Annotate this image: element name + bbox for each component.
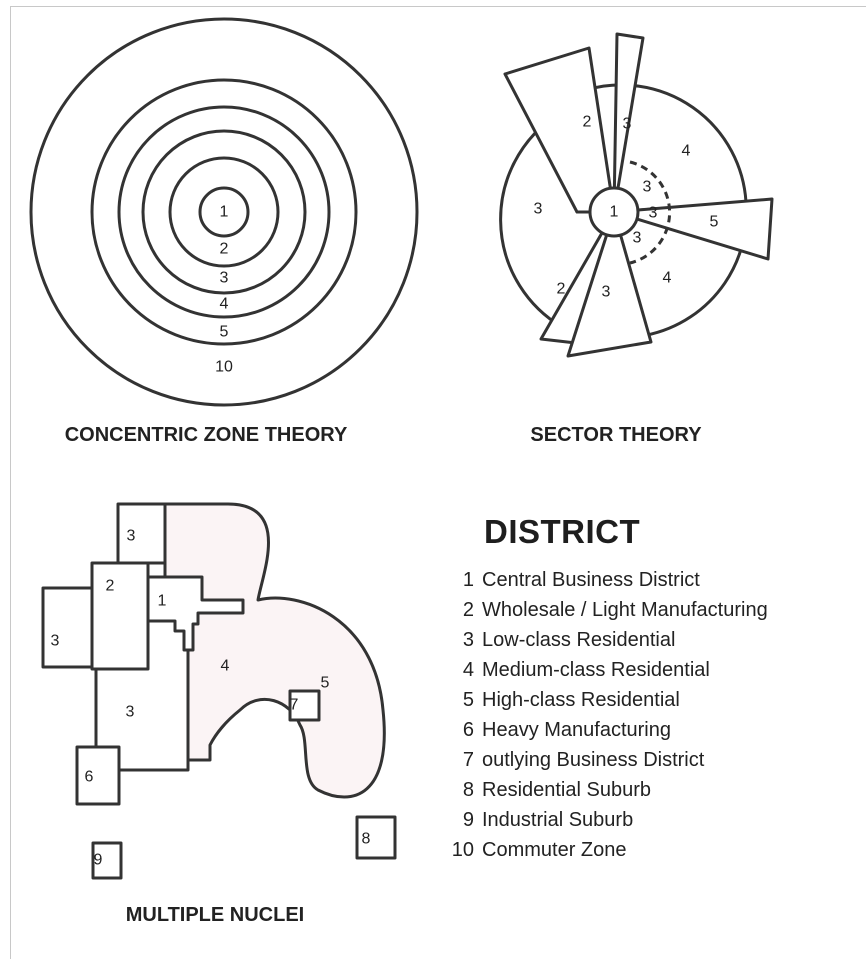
concentric-caption: CONCENTRIC ZONE THEORY <box>65 424 348 446</box>
legend-item-label: outlying Business District <box>482 749 705 771</box>
nuclei-label-res-suburb: 8 <box>362 831 371 848</box>
sector-bottom-wedge <box>566 210 653 358</box>
sector-label-lower-right: 4 <box>663 270 672 287</box>
legend-item: 8 Residential Suburb <box>444 778 854 808</box>
sector-label-bottom-wedge: 3 <box>602 284 611 301</box>
zone-label-4: 4 <box>220 296 229 313</box>
sector-label-right-wedge: 5 <box>710 214 719 231</box>
sector-label-left: 3 <box>534 201 543 218</box>
legend-item-number: 3 <box>462 629 474 651</box>
zone-label-5: 5 <box>220 324 229 341</box>
nuclei-industrial-suburb <box>91 841 123 880</box>
legend-item: 7 outlying Business District <box>444 748 854 778</box>
nuclei-label-wholesale: 2 <box>106 578 115 595</box>
legend-item-number: 8 <box>462 779 474 801</box>
legend-item-label: Central Business District <box>482 569 700 591</box>
zone-ring-10 <box>29 17 419 407</box>
sector-center-circle <box>588 186 640 238</box>
legend-item-label: High-class Residential <box>482 689 680 711</box>
nuclei-label-left-box: 3 <box>51 633 60 650</box>
nuclei-label-ind-suburb: 9 <box>94 852 103 869</box>
nuclei-label-heavy: 6 <box>85 769 94 786</box>
nuclei-low-residential-top <box>116 502 167 565</box>
zone-ring-4 <box>117 105 331 319</box>
legend-item: 1 Central Business District <box>444 568 854 598</box>
nuclei-label-top: 3 <box>127 528 136 545</box>
legend-title: DISTRICT <box>484 513 641 550</box>
legend-item-label: Residential Suburb <box>482 779 651 801</box>
legend-item: 4 Medium-class Residential <box>444 658 854 688</box>
legend-item-number: 2 <box>462 599 474 621</box>
nuclei-label-high: 5 <box>321 675 330 692</box>
legend-item: 10 Commuter Zone <box>444 838 854 868</box>
zone-label-3: 3 <box>220 270 229 287</box>
sector-label-bottom-left-wedge: 2 <box>557 281 566 298</box>
legend-item-number: 4 <box>462 659 474 681</box>
zone-ring-1 <box>198 186 250 238</box>
legend-item: 2 Wholesale / Light Manufacturing <box>444 598 854 628</box>
sector-top-thin-wedge <box>612 32 645 214</box>
legend-item-label: Commuter Zone <box>482 839 627 861</box>
zone-ring-2 <box>168 156 280 268</box>
legend-item-label: Low-class Residential <box>482 629 676 651</box>
legend-item-number: 5 <box>462 689 474 711</box>
legend-item-label: Wholesale / Light Manufacturing <box>482 599 768 621</box>
nuclei-wholesale <box>90 561 150 671</box>
nuclei-label-cbd: 1 <box>158 593 167 610</box>
nuclei-heavy-manufacturing <box>75 745 121 806</box>
sector-label-center: 1 <box>610 204 619 221</box>
district-legend: DISTRICT 1 Central Business District 2 Who… <box>444 512 854 868</box>
legend-item: 6 Heavy Manufacturing <box>444 718 854 748</box>
zone-label-2: 2 <box>220 241 229 258</box>
nuclei-outlying-business <box>288 689 321 722</box>
legend-item-label: Heavy Manufacturing <box>482 719 671 741</box>
sector-caption: SECTOR THEORY <box>530 424 702 446</box>
zone-label-1: 1 <box>220 204 229 221</box>
nuclei-low-residential-left <box>41 586 94 669</box>
nuclei-label-obd: 7 <box>290 697 299 714</box>
legend-item-label: Industrial Suburb <box>482 809 634 831</box>
legend-item-number: 10 <box>451 839 474 861</box>
sector-right-wedge <box>612 197 774 261</box>
sector-label-upper-right: 4 <box>682 143 691 160</box>
legend-item-number: 6 <box>462 719 474 741</box>
legend-item-label: Medium-class Residential <box>482 659 710 681</box>
legend-item: 9 Industrial Suburb <box>444 808 854 838</box>
figure-frame <box>10 6 866 959</box>
nuclei-label-low-mid: 3 <box>126 704 135 721</box>
legend-item: 5 High-class Residential <box>444 688 854 718</box>
zone-ring-5 <box>90 78 358 346</box>
nuclei-residential-suburb <box>355 815 397 860</box>
legend-list: 1 Central Business District 2 Wholesale / … <box>444 568 854 868</box>
sector-label-inner-c: 3 <box>633 230 642 247</box>
sector-label-top-thin-wedge: 3 <box>623 116 632 133</box>
sector-label-inner-a: 3 <box>643 179 652 196</box>
legend-item-number: 9 <box>462 809 474 831</box>
legend-item: 3 Low-class Residential <box>444 628 854 658</box>
concentric-zone-diagram: 1 2 3 4 5 10 CONCENTRIC ZONE THEORY <box>29 17 419 446</box>
zone-label-10: 10 <box>215 359 233 376</box>
nuclei-caption: MULTIPLE NUCLEI <box>126 904 305 926</box>
sector-diagram: 1 2 3 4 3 3 3 5 3 2 3 4 SECTOR THEORY <box>499 32 774 446</box>
multiple-nuclei-diagram: 3 2 1 3 4 5 7 3 6 8 9 MULTIPLE NUCLEI <box>41 502 397 926</box>
legend-item-number: 1 <box>462 569 474 591</box>
nuclei-label-medium: 4 <box>221 658 230 675</box>
legend-item-number: 7 <box>462 749 474 771</box>
sector-label-top-left-wedge: 2 <box>583 114 592 131</box>
nuclei-medium-high-region <box>163 502 386 799</box>
zone-ring-3 <box>141 129 307 295</box>
nuclei-cbd <box>146 575 245 652</box>
sector-label-inner-b: 3 <box>649 205 658 222</box>
